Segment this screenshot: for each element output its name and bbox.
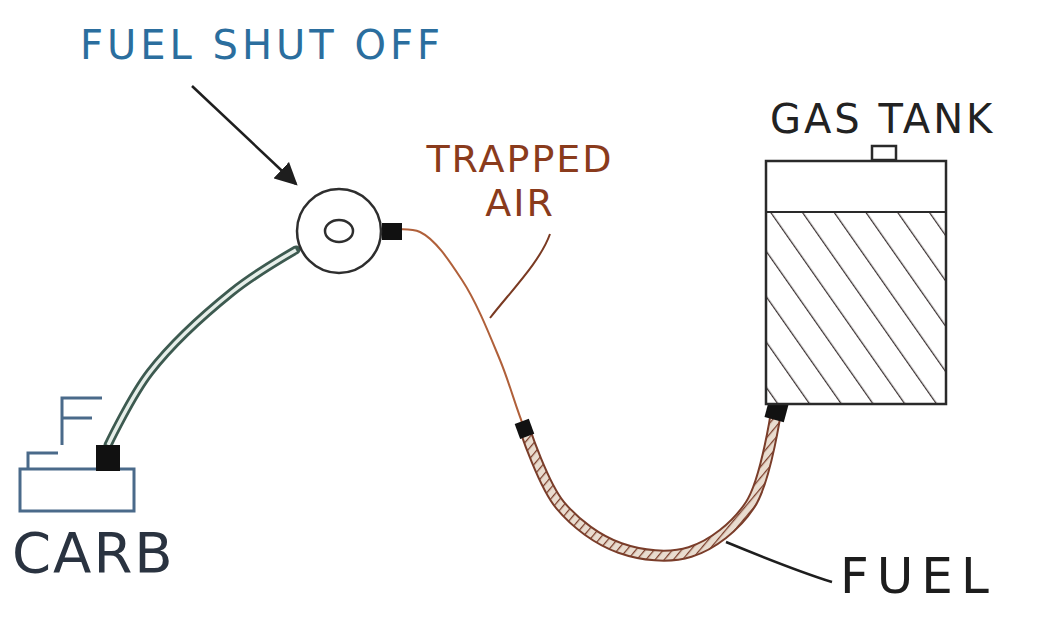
- callout-label: TRAPPED AIR: [405, 138, 635, 225]
- node-heading: FUEL SHUT OFF: [80, 22, 444, 68]
- carb-node: CARB: [18, 445, 140, 515]
- node-heading: CARB: [12, 521, 175, 585]
- valve-body: [297, 189, 381, 273]
- carb-stub: [62, 398, 102, 445]
- tank-cap: [872, 146, 896, 160]
- callout-label: FUEL: [840, 548, 1040, 606]
- hose-fitting: [382, 223, 402, 240]
- fuel-level: [766, 212, 946, 404]
- leader-arrow: [192, 86, 296, 184]
- hose-line: [382, 229, 777, 555]
- tank-node: GAS TANK: [765, 160, 947, 405]
- hose-fuel-edge: [525, 405, 777, 556]
- leader-line: [726, 542, 832, 582]
- shape-outline: [765, 160, 947, 405]
- valve-node: FUEL SHUT OFF: [296, 188, 382, 274]
- hose-bore: [108, 250, 296, 445]
- tank-outline: [766, 161, 946, 404]
- carb-inlet: [96, 445, 120, 471]
- shape-outline: [18, 445, 140, 515]
- leader-line: [490, 234, 550, 318]
- fuel-hose: [108, 250, 296, 445]
- fuel-hose: [382, 229, 777, 555]
- node-heading: GAS TANK: [770, 96, 995, 142]
- fuel-surface: [766, 211, 946, 213]
- valve-knob: [325, 220, 353, 242]
- carb-body: [20, 469, 134, 511]
- carb-body: [28, 453, 58, 469]
- hose-wall: [108, 250, 296, 445]
- shape-outline: [296, 188, 382, 274]
- hose-fitting: [515, 419, 535, 439]
- hose-fuel: [525, 405, 777, 556]
